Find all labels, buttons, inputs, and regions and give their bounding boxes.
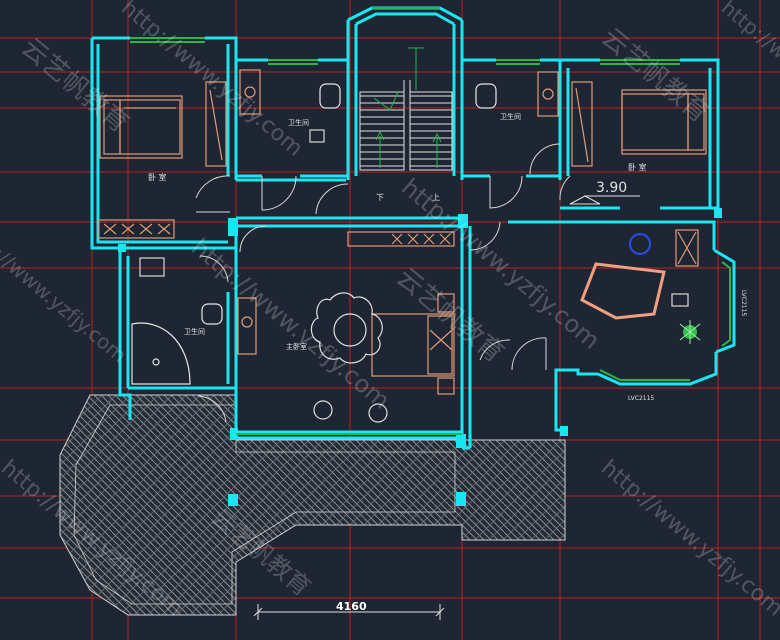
watermark-site: http://www.yzfjy.com — [116, 0, 307, 162]
label-stair-up: 上 — [432, 193, 440, 202]
watermark-brand: 云艺帆教育 — [391, 262, 510, 369]
dimension-value: 4160 — [336, 600, 367, 613]
label-master-bedroom: 主卧室 — [286, 342, 307, 351]
columns — [118, 208, 722, 506]
decor — [629, 233, 701, 344]
label-stair-down: 下 — [376, 193, 384, 202]
walls — [90, 6, 736, 450]
furniture — [97, 69, 707, 423]
level-mark-text: 3.90 — [596, 180, 627, 196]
label-bath-master: 卫生间 — [184, 327, 205, 336]
windows — [130, 7, 731, 435]
doors — [195, 143, 571, 423]
window-tag-side: LVC2115 — [740, 290, 747, 316]
level-mark — [569, 195, 640, 205]
window-tag-bottom: LVC2115 — [628, 395, 654, 402]
label-bedroom-left: 卧 室 — [148, 172, 167, 182]
staircase — [359, 47, 453, 171]
dimension-line — [253, 604, 445, 620]
label-bath-top-right: 卫生间 — [500, 112, 521, 121]
label-bath-top-left: 卫生间 — [288, 118, 309, 127]
watermark-brand: 云艺帆教育 — [16, 32, 135, 139]
labels: 卧 室 卫生间 卫生间 卧 室 卫生间 主卧室 下 上 3.90 LVC2115… — [148, 112, 747, 613]
label-bedroom-right: 卧 室 — [628, 162, 647, 172]
watermark-site-corner: http://www.yzfjy.com — [717, 0, 780, 147]
watermark-site: http://www.yzfjy.com — [596, 455, 780, 621]
